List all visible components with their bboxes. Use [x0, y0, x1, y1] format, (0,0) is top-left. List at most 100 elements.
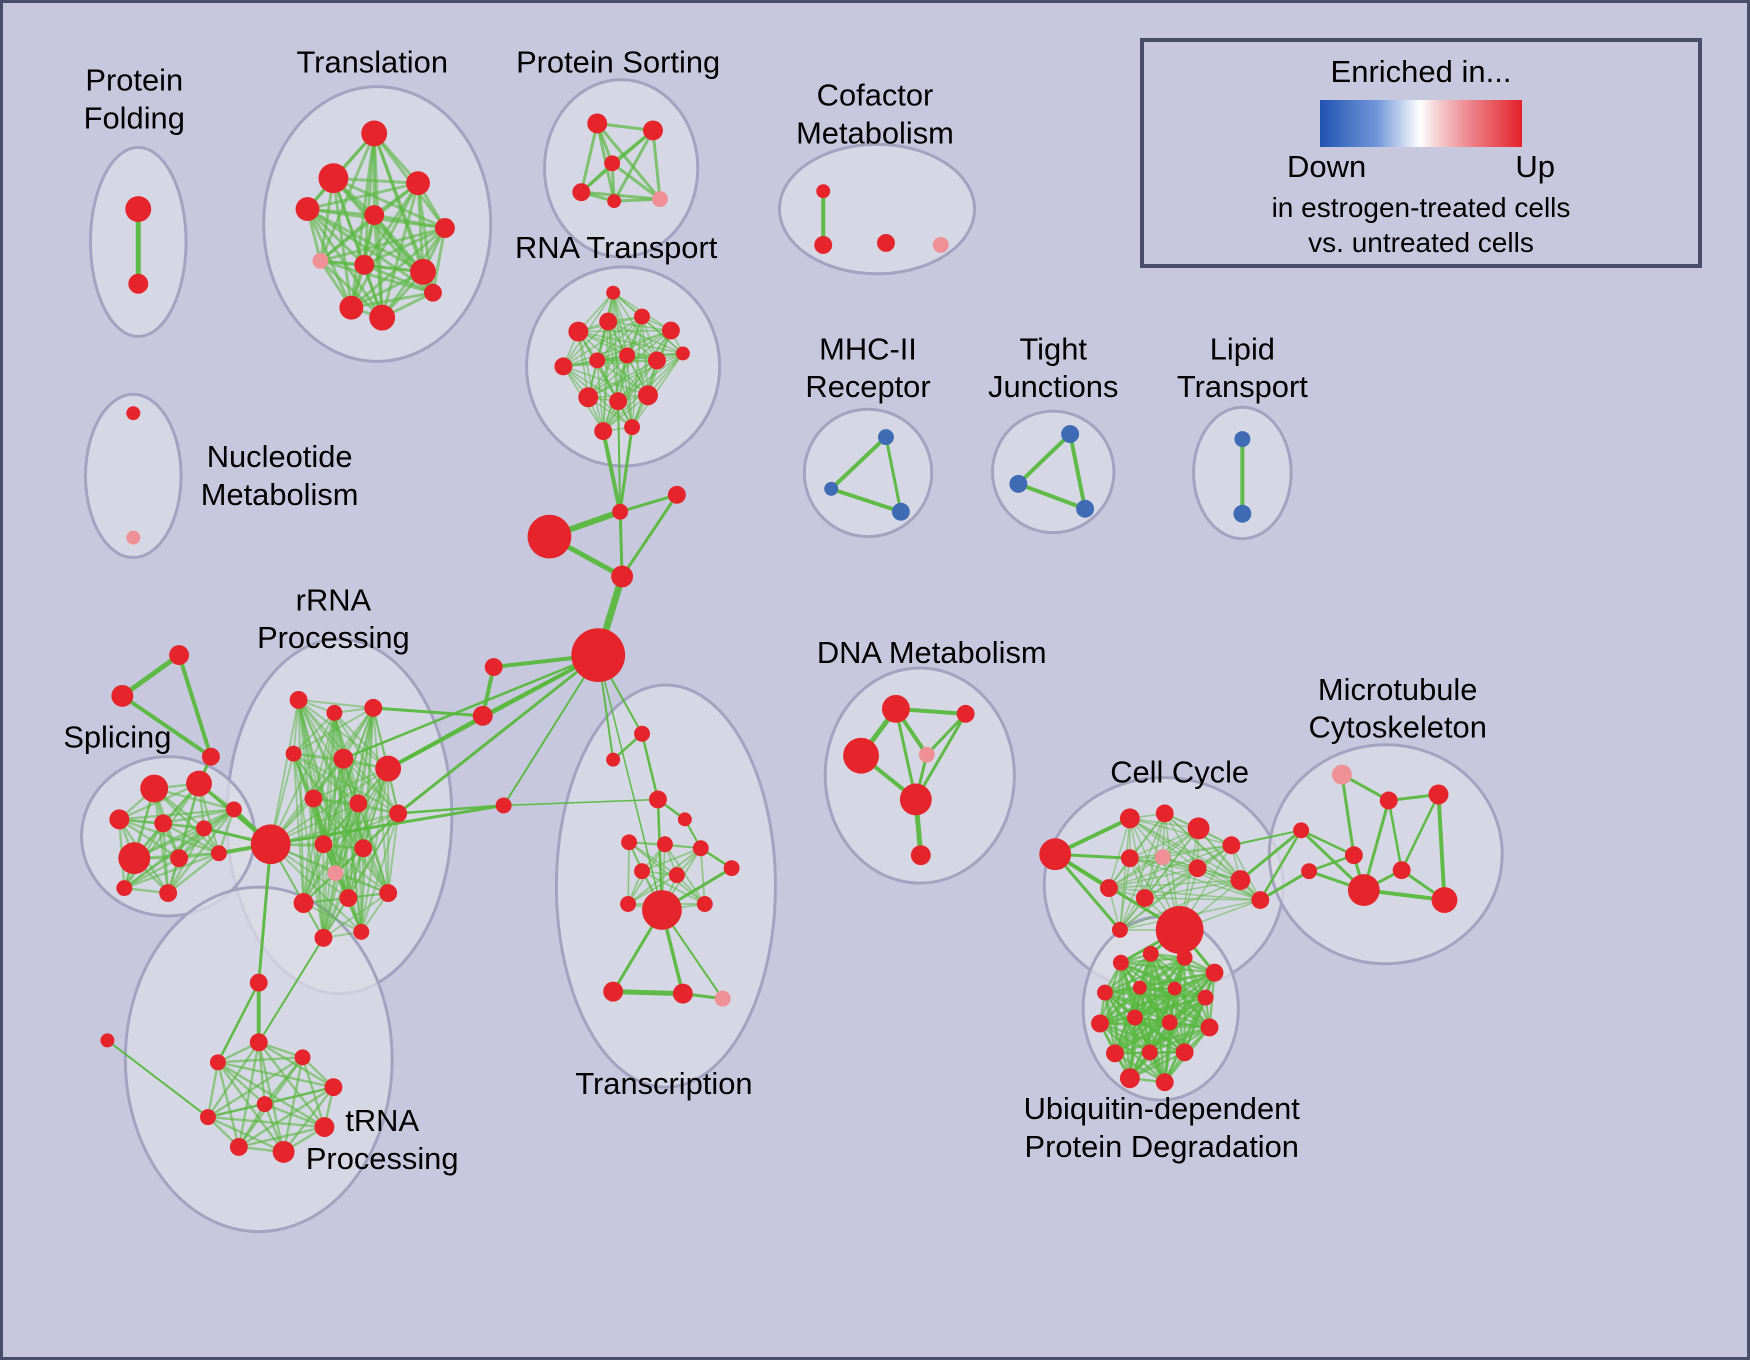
- edge-rr12-rr16: [322, 872, 337, 939]
- edge-t8-t12: [362, 263, 435, 295]
- node-tx11: [620, 896, 637, 912]
- node-ps4: [572, 183, 591, 202]
- edge-rt7-rt14: [596, 359, 605, 432]
- node-t1: [361, 120, 388, 147]
- node-tr1: [249, 1033, 268, 1052]
- edge-t5-t6: [372, 213, 447, 230]
- edge-cc6-cc9: [1129, 857, 1242, 881]
- node-cn1: [612, 503, 629, 520]
- edge-t6-t12: [431, 226, 447, 295]
- edge-cc12-mt4: [1259, 829, 1303, 902]
- edge-ub2-ub5: [1103, 952, 1152, 994]
- node-ub9: [1091, 1014, 1109, 1033]
- edge-rr12-rr15: [334, 872, 390, 895]
- node-t2: [318, 163, 349, 194]
- edge-ps2-ps5: [612, 128, 655, 203]
- legend-title: Enriched in...: [1330, 54, 1512, 89]
- node-ub8: [1197, 989, 1214, 1006]
- edge-tr6-tr7: [237, 1125, 326, 1149]
- edge-ps2-ps6: [651, 128, 662, 201]
- edge-tr3-tr6: [216, 1061, 326, 1129]
- edge-ub7-ub13: [1113, 987, 1176, 1055]
- edge-ps4-ps6: [579, 190, 662, 201]
- edge-cn1-cn3: [618, 493, 679, 514]
- node-rr10: [314, 835, 333, 854]
- edge-cc4-cc6: [1129, 827, 1200, 860]
- edge-hub1-rr9: [396, 653, 600, 815]
- node-t7: [312, 252, 329, 269]
- edge-cc5-mt4: [1230, 829, 1303, 847]
- node-dm5: [899, 783, 932, 816]
- edge-mh2-mh3: [829, 486, 903, 514]
- node-st1: [169, 645, 190, 666]
- edge-rrh-rr18: [257, 842, 273, 985]
- node-ub10: [1126, 1009, 1143, 1026]
- node-txh: [642, 890, 682, 930]
- node-rr1: [289, 690, 308, 709]
- node-dm3: [843, 737, 879, 774]
- node-mh1: [877, 429, 894, 446]
- node-cf2: [814, 235, 833, 254]
- node-t12: [423, 283, 442, 302]
- edge-rt8-rt15: [626, 354, 633, 428]
- edge-cc2-cc13: [1119, 817, 1131, 931]
- edge-tx13-tx14: [610, 989, 686, 997]
- edge-rr4-rr13: [292, 752, 305, 905]
- node-rr8: [349, 794, 368, 813]
- edge-ub12-ub14: [1148, 1026, 1211, 1054]
- node-tx9: [634, 863, 650, 880]
- node-t11: [369, 304, 396, 331]
- edge-cc12-mt8: [1258, 869, 1311, 902]
- edge-rt15-cn1: [618, 425, 634, 514]
- edge-rr6-rr7: [312, 767, 390, 800]
- edge-cn3-cn4: [620, 493, 679, 578]
- node-rr5: [333, 748, 354, 769]
- node-rt1: [606, 285, 621, 300]
- edge-tr4-tr7: [237, 1086, 335, 1149]
- edge-rt3-rt10: [607, 320, 684, 355]
- node-sp4: [154, 814, 173, 833]
- node-rt5: [661, 321, 680, 340]
- node-mt5: [1344, 846, 1363, 865]
- node-ub2: [1142, 945, 1159, 962]
- node-mt6: [1392, 861, 1411, 880]
- node-mt4: [1293, 822, 1310, 839]
- edge-tj1-tj2: [1016, 432, 1073, 486]
- edge-rt14-cn1: [601, 429, 623, 514]
- node-ps3: [604, 155, 621, 172]
- edge-ub3-ub5: [1103, 956, 1186, 994]
- node-ub17: [1155, 1073, 1174, 1092]
- node-rt8: [619, 347, 636, 364]
- node-cf4: [932, 236, 949, 253]
- edge-tr3-tr9: [216, 1061, 266, 1106]
- node-tj3: [1076, 499, 1095, 518]
- node-st3: [201, 747, 220, 766]
- label-dna-metabolism: DNA Metabolism: [817, 635, 1047, 670]
- node-sp6: [225, 801, 242, 818]
- node-ub3: [1176, 949, 1193, 966]
- edge-cc10-cc12: [1108, 887, 1262, 901]
- edge-cc9-cc13: [1119, 879, 1242, 931]
- edge-cc1-cch: [1053, 852, 1182, 932]
- edge-cc9-cc11: [1144, 879, 1242, 899]
- node-mt7: [1431, 887, 1458, 913]
- edge-rr7-rr15: [312, 797, 390, 895]
- edge-cc9-mt4: [1238, 828, 1303, 882]
- edge-sp6-sp10: [166, 808, 236, 895]
- edge-mh1-mh2: [829, 435, 888, 491]
- edge-ub11-ub13: [1113, 1021, 1171, 1055]
- node-rr12: [327, 865, 344, 882]
- node-tx4: [677, 812, 692, 827]
- edge-sp3-sp6: [118, 808, 236, 821]
- edge-mt3-mt6: [1400, 793, 1440, 872]
- node-rt11: [578, 387, 599, 408]
- edge-st1-st3: [177, 653, 213, 759]
- edge-rr2-rr4: [292, 711, 336, 755]
- edge-tx9-tx12: [641, 870, 706, 905]
- edge-tr6-tr9: [263, 1102, 326, 1129]
- legend-desc-line-1: in estrogen-treated cells: [1271, 192, 1571, 223]
